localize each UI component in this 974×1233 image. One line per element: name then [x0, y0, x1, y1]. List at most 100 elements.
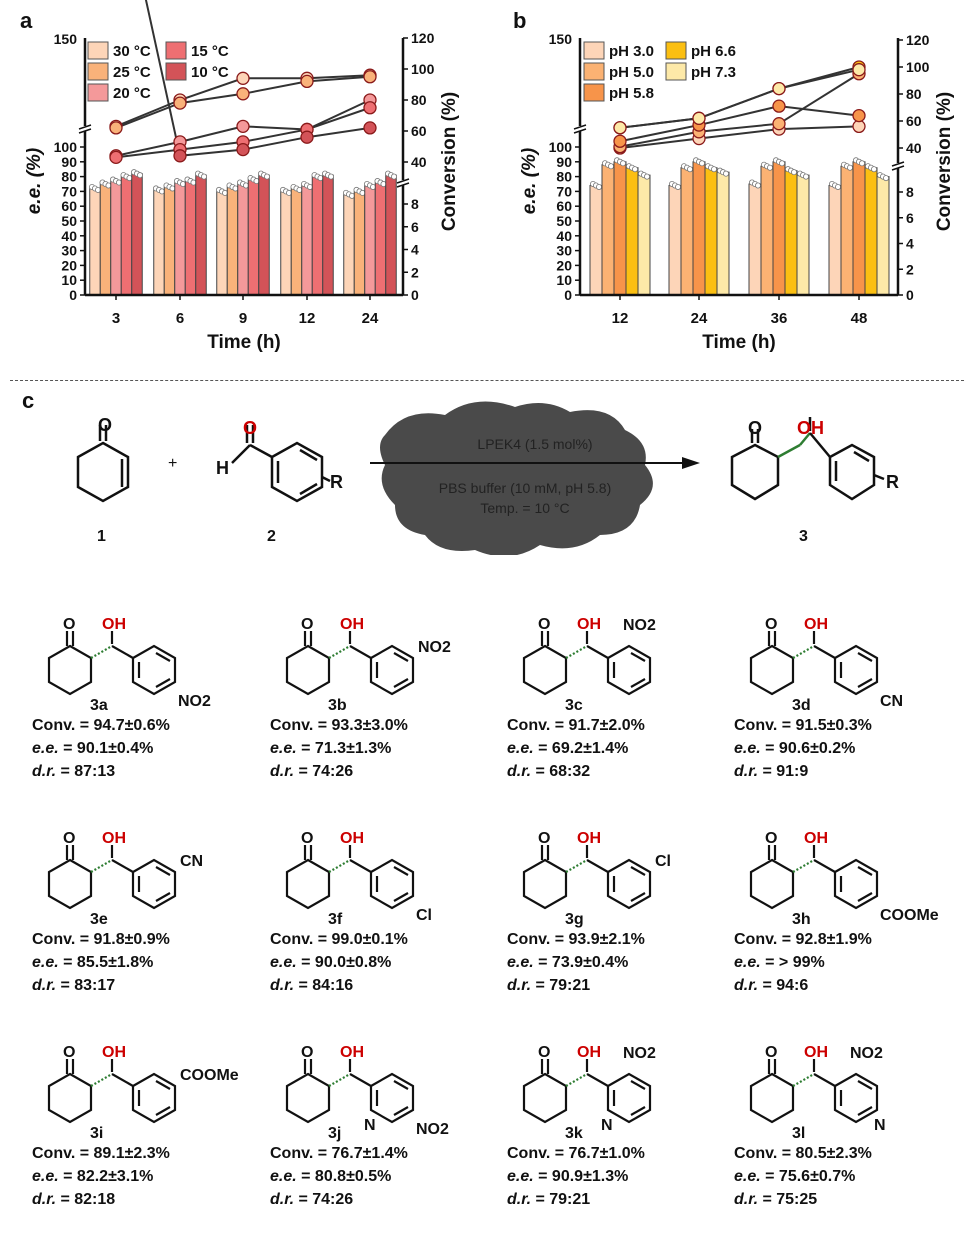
section-divider: [10, 380, 964, 381]
ee-bar: [876, 176, 890, 296]
hydroxyl-label: OH: [340, 616, 364, 633]
dr-line: d.r. = 79:21: [507, 1191, 591, 1208]
ee-bar: [226, 186, 239, 296]
conversion-value: 76.7±1.0%: [568, 1145, 645, 1162]
r-group-label: R: [330, 472, 343, 492]
carbonyl-o-label: O: [301, 830, 313, 847]
ee-bar: [668, 184, 682, 296]
structure-3c: O OH NO2 3c: [522, 616, 656, 714]
ee-bar: [216, 190, 228, 296]
conversion-value: 94.7±0.6%: [93, 717, 170, 734]
hydroxyl-label: OH: [102, 616, 126, 633]
left-tick-label: 30: [556, 243, 572, 259]
hydroxyl-label: OH: [804, 830, 828, 847]
legend-label: pH 6.6: [691, 43, 736, 60]
ee-value: 85.5±1.8%: [76, 954, 154, 971]
structure-3f: O OH Cl 3f: [285, 830, 432, 928]
left-tick-label-upper: 150: [549, 31, 573, 47]
compound-id: 3f: [328, 911, 343, 928]
conversion-point: [236, 71, 250, 85]
carbonyl-o-label: O: [765, 616, 777, 633]
conversion-line: Conv. = 91.8±0.9%: [32, 931, 170, 948]
x-tick-label: 24: [691, 310, 708, 327]
x-tick-label: 48: [851, 310, 868, 327]
replicate-dot: [767, 164, 774, 171]
compound-id: 3b: [328, 697, 347, 714]
ee-line: e.e. = > 99%: [734, 954, 825, 971]
ee-bar: [637, 174, 651, 296]
substrate-card-3k: O OH NO2 N 3k Conv. = 76.7±1.0% e.e. = 9…: [505, 1034, 740, 1224]
replicate-dot: [723, 170, 730, 177]
ee-bar: [195, 174, 207, 296]
ee-bar: [247, 179, 260, 296]
ee-value: 75.6±0.7%: [778, 1168, 856, 1185]
conversion-point: [109, 150, 123, 165]
right-tick-label: 80: [411, 92, 427, 108]
ee-value: 69.2±1.4%: [551, 740, 629, 757]
dr-line: d.r. = 74:26: [270, 763, 354, 780]
aldehyde-oxygen-label: O: [243, 418, 258, 438]
legend-label: 30 °C: [113, 43, 151, 60]
axis-break-mark: [891, 161, 905, 171]
axis-break-right: [397, 180, 409, 185]
left-tick-label: 90: [556, 154, 572, 170]
dr-value: 79:21: [549, 1191, 591, 1208]
left-tick-label: 10: [61, 272, 77, 288]
conversion-line: Conv. = 80.5±2.3%: [734, 1145, 872, 1162]
left-tick-label: 70: [61, 183, 77, 199]
carbonyl-o-label: O: [538, 830, 550, 847]
right-tick-label: 60: [906, 113, 922, 129]
legend-swatch: [583, 62, 605, 81]
hydroxyl-label: OH: [577, 616, 601, 633]
conversion-line: Conv. = 91.5±0.3%: [734, 717, 872, 734]
dr-value: 74:26: [312, 1191, 354, 1208]
temperature-label: Temp. = 10 °C: [480, 500, 570, 516]
conversion-point: [772, 81, 786, 96]
conversion-line: Conv. = 76.7±1.0%: [507, 1145, 645, 1162]
legend-label: 15 °C: [191, 43, 229, 60]
left-tick-label: 40: [61, 228, 77, 244]
legend-swatch: [165, 62, 187, 81]
catalyst-label: LPEK4 (1.5 mol%): [477, 436, 593, 452]
hydroxyl-label: OH: [577, 1044, 601, 1061]
substrate-card-3b: O OH NO2 3b Conv. = 93.3±3.0% e.e. = 71.…: [268, 606, 503, 796]
hydroxyl-label: OH: [340, 830, 364, 847]
ee-bar: [280, 190, 292, 296]
conversion-point: [363, 101, 377, 115]
legend-label: 25 °C: [113, 64, 151, 81]
replicate-dot: [803, 173, 810, 180]
carbonyl-o-label: O: [538, 1044, 550, 1061]
ee-value: 73.9±0.4%: [551, 954, 629, 971]
substrate-card-3i: O OH COOMe 3i Conv. = 89.1±2.3% e.e. = 8…: [30, 1034, 265, 1224]
legend-label: pH 5.8: [609, 85, 654, 102]
substrate-card-3f: O OH Cl 3f Conv. = 99.0±0.1% e.e. = 90.0…: [268, 820, 503, 1010]
ee-bar: [374, 182, 387, 296]
replicate-dot: [835, 183, 842, 190]
product-structure: [730, 417, 885, 501]
substrate-card-3d: O OH CN 3d Conv. = 91.5±0.3% e.e. = 90.6…: [732, 606, 967, 796]
ee-bar: [301, 184, 313, 296]
replicate-dot: [608, 163, 615, 170]
left-tick-label-upper: 150: [54, 31, 78, 47]
compound-id: 3d: [792, 697, 811, 714]
carbonyl-o-label: O: [301, 1044, 313, 1061]
ee-bar: [258, 174, 270, 296]
dr-line: d.r. = 79:21: [507, 977, 591, 994]
ee-bar: [237, 183, 249, 296]
ee-line: e.e. = 75.6±0.7%: [734, 1168, 856, 1185]
ee-bar: [760, 165, 774, 296]
dr-line: d.r. = 91:9: [734, 763, 809, 780]
replicate-dot: [596, 183, 603, 190]
conversion-point: [692, 111, 706, 125]
ee-bar: [840, 165, 854, 296]
left-tick-label: 20: [61, 257, 77, 273]
right-axis-title: Conversion (%): [934, 92, 955, 231]
compound-id: 3h: [792, 911, 811, 928]
conversion-line-0: [619, 125, 860, 149]
conversion-point: [363, 70, 377, 84]
carbonyl-o-label: O: [63, 1044, 75, 1061]
replicate-dot: [883, 175, 890, 182]
ee-bar: [613, 161, 627, 296]
ee-bar: [680, 167, 694, 296]
substrate-card-3h: O OH COOMe 3h Conv. = 92.8±1.9% e.e. = >…: [732, 820, 967, 1010]
